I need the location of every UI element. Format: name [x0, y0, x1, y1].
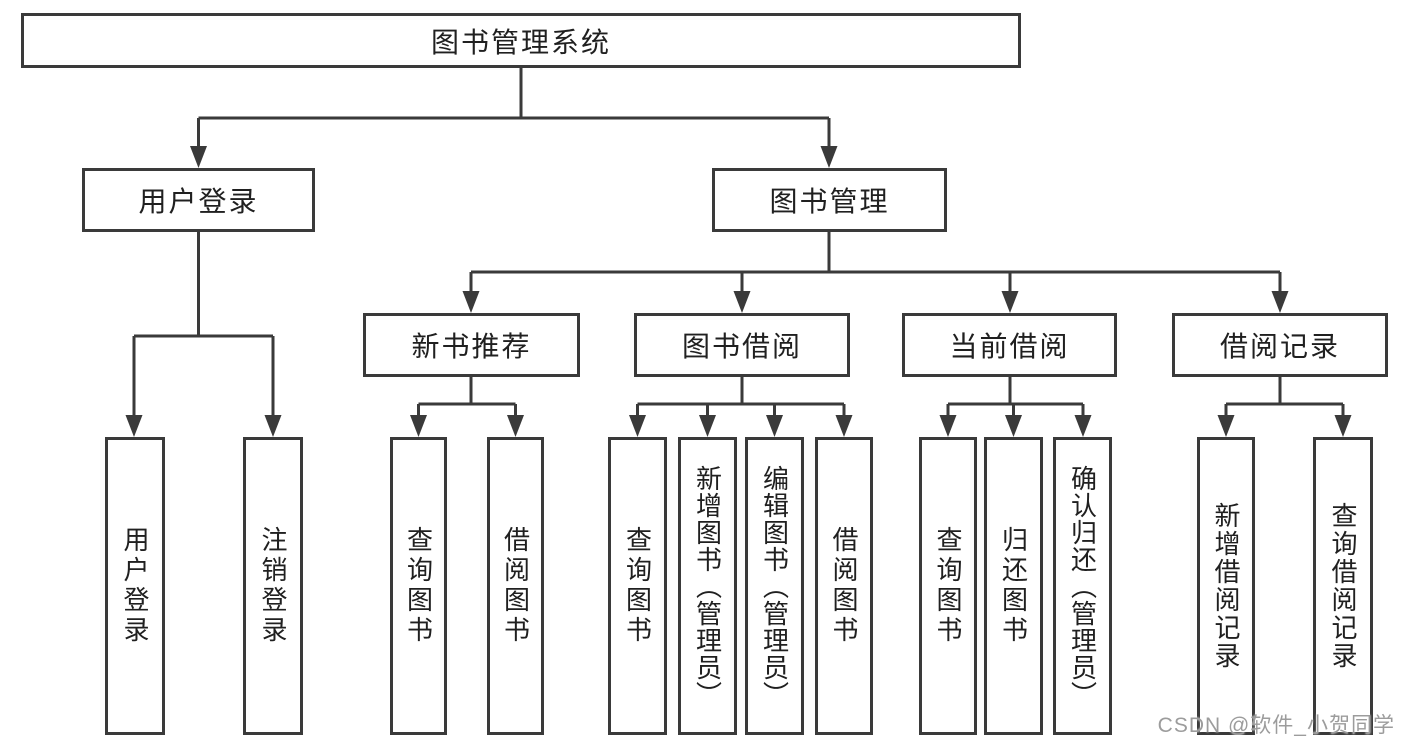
leaf-query-books: 查询图书	[390, 437, 447, 735]
leaf-logout: 注销登录	[243, 437, 303, 735]
arrowhead	[507, 415, 524, 437]
leaf-query-books: 查询图书	[919, 437, 977, 735]
arrowhead	[264, 415, 282, 437]
node-library-management-system: 图书管理系统	[21, 13, 1021, 68]
leaf-borrow-books: 借阅图书	[487, 437, 544, 735]
arrowhead	[835, 415, 853, 437]
leaf-borrow-books: 借阅图书	[815, 437, 873, 735]
arrowhead	[1001, 291, 1019, 313]
arrowhead	[699, 415, 716, 437]
leaf-return-books: 归还图书	[984, 437, 1043, 735]
leaf-add-books-admin: 新增图书（管理员）	[678, 437, 737, 735]
arrowhead	[410, 415, 427, 437]
node-book-borrowing: 图书借阅	[634, 313, 850, 377]
leaf-add-borrow-record: 新增借阅记录	[1197, 437, 1255, 735]
arrowhead	[190, 146, 207, 168]
arrowhead	[733, 291, 751, 313]
arrowhead	[1005, 415, 1022, 437]
arrowhead	[820, 146, 838, 168]
node-user-login: 用户登录	[82, 168, 315, 232]
node-book-management: 图书管理	[712, 168, 947, 232]
arrowhead	[1074, 415, 1092, 437]
leaf-query-borrow-record: 查询借阅记录	[1313, 437, 1373, 735]
arrowhead	[125, 415, 143, 437]
arrowhead	[1334, 415, 1352, 437]
node-borrowing-records: 借阅记录	[1172, 313, 1388, 377]
arrowhead	[462, 291, 480, 313]
node-current-borrowing: 当前借阅	[902, 313, 1117, 377]
node-new-book-recommend: 新书推荐	[363, 313, 580, 377]
edge-new-book-recommend	[417, 377, 517, 417]
edge-root-trunk	[197, 68, 831, 148]
arrowhead	[629, 415, 646, 437]
leaf-edit-books-admin: 编辑图书（管理员）	[745, 437, 804, 735]
edge-book-borrowing	[636, 377, 846, 417]
edge-book-management	[469, 232, 1282, 293]
leaf-confirm-return-admin: 确认归还（管理员）	[1053, 437, 1112, 735]
arrowhead	[1271, 291, 1289, 313]
arrowhead	[1217, 415, 1235, 437]
arrowhead	[766, 415, 783, 437]
leaf-user-login: 用户登录	[105, 437, 165, 735]
edge-borrowing-records	[1224, 377, 1345, 417]
arrowhead	[939, 415, 957, 437]
leaf-query-books: 查询图书	[608, 437, 667, 735]
edge-user-login	[132, 232, 275, 417]
csdn-watermark: CSDN @软件_小贺同学	[1157, 714, 1395, 737]
edge-current-borrowing	[946, 377, 1085, 417]
